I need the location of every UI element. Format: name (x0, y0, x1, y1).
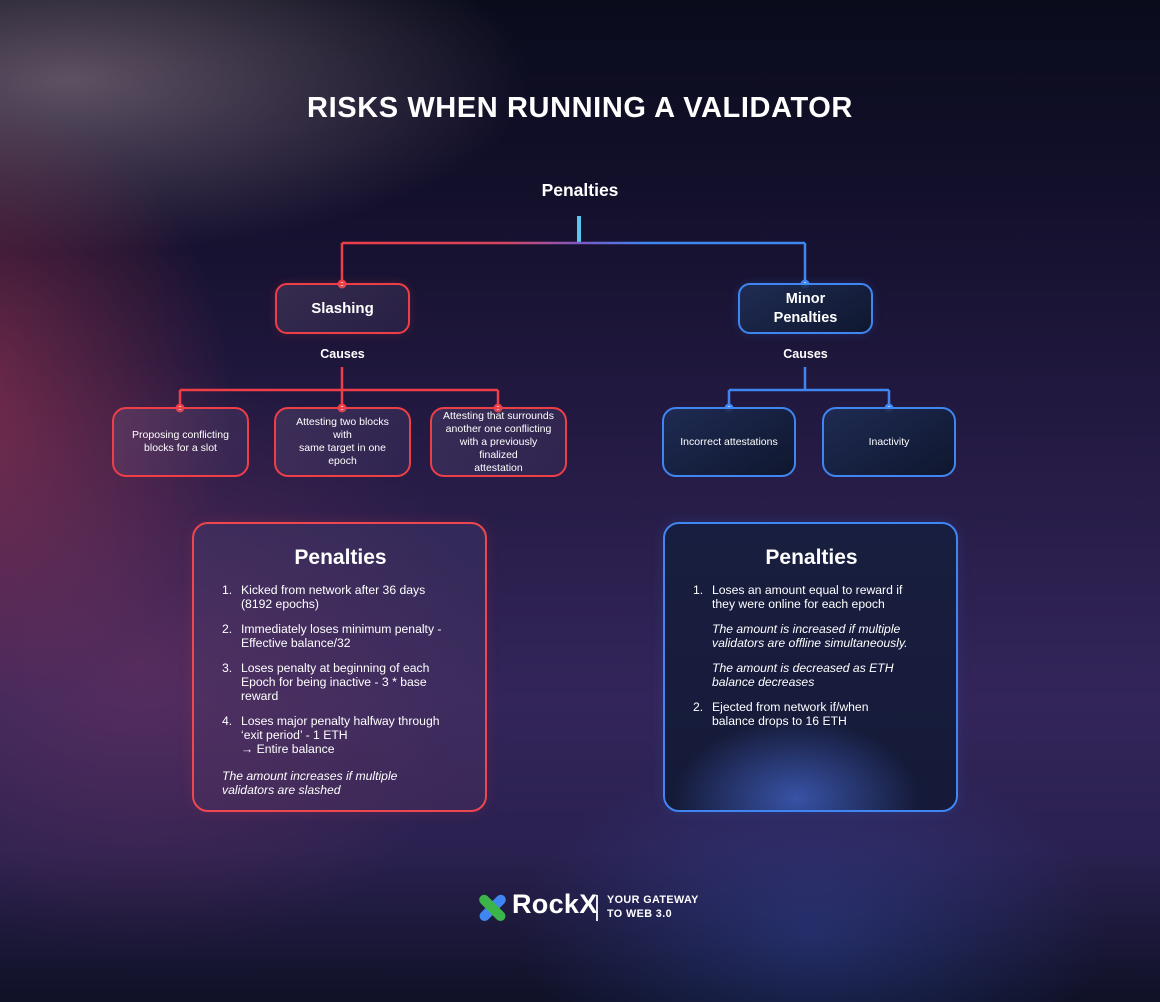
list-number: 4. (222, 714, 233, 728)
panel-body: 1. Loses an amount equal to reward if th… (693, 583, 930, 728)
list-number: 1. (693, 583, 704, 597)
panel-note: The amount is decreased as ETH balance d… (712, 661, 894, 689)
page-title: RISKS WHEN RUNNING A VALIDATOR (307, 92, 853, 124)
node-minor-penalties: Minor Penalties (738, 283, 873, 334)
brand-divider (596, 895, 598, 921)
cause-text: Inactivity (868, 435, 910, 448)
list-number: 2. (222, 622, 233, 636)
cause-text: Attesting two blocks with same target in… (296, 416, 389, 467)
rockx-logo-icon (477, 892, 508, 923)
causes-label-minor: Causes (783, 347, 828, 361)
panel-title: Penalties (294, 546, 387, 569)
slashing-penalties-panel: Penalties 1. Kicked from network after 3… (192, 522, 487, 812)
brand-name: RockX (512, 889, 598, 919)
minor-penalties-panel: Penalties 1. Loses an amount equal to re… (663, 522, 958, 812)
list-item: 4. Loses major penalty halfway through ‘… (222, 714, 459, 756)
causes-label-slashing: Causes (320, 347, 365, 361)
panel-note: The amount is increased if multiple vali… (712, 622, 908, 650)
list-text: Loses penalty at beginning of each Epoch… (241, 661, 430, 703)
tagline-line: TO WEB 3.0 (607, 907, 672, 920)
list-number: 3. (222, 661, 233, 675)
panel-note: The amount increases if multiple validat… (222, 769, 398, 797)
cause-box-attesting-two-blocks: Attesting two blocks with same target in… (274, 407, 411, 477)
list-item: 2. Immediately loses minimum penalty - E… (222, 622, 459, 650)
list-text: Ejected from network if/when balance dro… (712, 700, 869, 728)
root-node-penalties: Penalties (541, 180, 619, 200)
cause-box-surround-attestation: Attesting that surrounds another one con… (430, 407, 567, 477)
node-label: Minor Penalties (773, 291, 838, 326)
list-text: Loses an amount equal to reward if they … (712, 583, 903, 611)
cause-text: Incorrect attestations (680, 435, 778, 448)
node-label: Slashing (311, 300, 374, 317)
cause-box-inactivity: Inactivity (822, 407, 956, 477)
tagline-line: YOUR GATEWAY (607, 894, 699, 906)
list-item: 1. Loses an amount equal to reward if th… (693, 583, 930, 611)
cause-text: Attesting that surrounds another one con… (443, 409, 554, 474)
cause-box-proposing-conflicting-blocks: Proposing conflicting blocks for a slot (112, 407, 249, 477)
node-slashing: Slashing (275, 283, 410, 334)
brand-tagline: YOUR GATEWAY TO WEB 3.0 (607, 894, 699, 921)
panel-body: 1. Kicked from network after 36 days (81… (222, 583, 459, 797)
list-text: Loses major penalty halfway through ‘exi… (241, 714, 440, 756)
list-text: Immediately loses minimum penalty - Effe… (241, 622, 442, 650)
cause-box-incorrect-attestations: Incorrect attestations (662, 407, 796, 477)
list-item: 2. Ejected from network if/when balance … (693, 700, 930, 728)
list-item: 1. Kicked from network after 36 days (81… (222, 583, 459, 611)
list-item: 3. Loses penalty at beginning of each Ep… (222, 661, 459, 703)
list-text: Kicked from network after 36 days (8192 … (241, 583, 426, 611)
panel-title: Penalties (765, 546, 858, 569)
list-number: 1. (222, 583, 233, 597)
list-number: 2. (693, 700, 704, 714)
cause-text: Proposing conflicting blocks for a slot (132, 429, 229, 454)
